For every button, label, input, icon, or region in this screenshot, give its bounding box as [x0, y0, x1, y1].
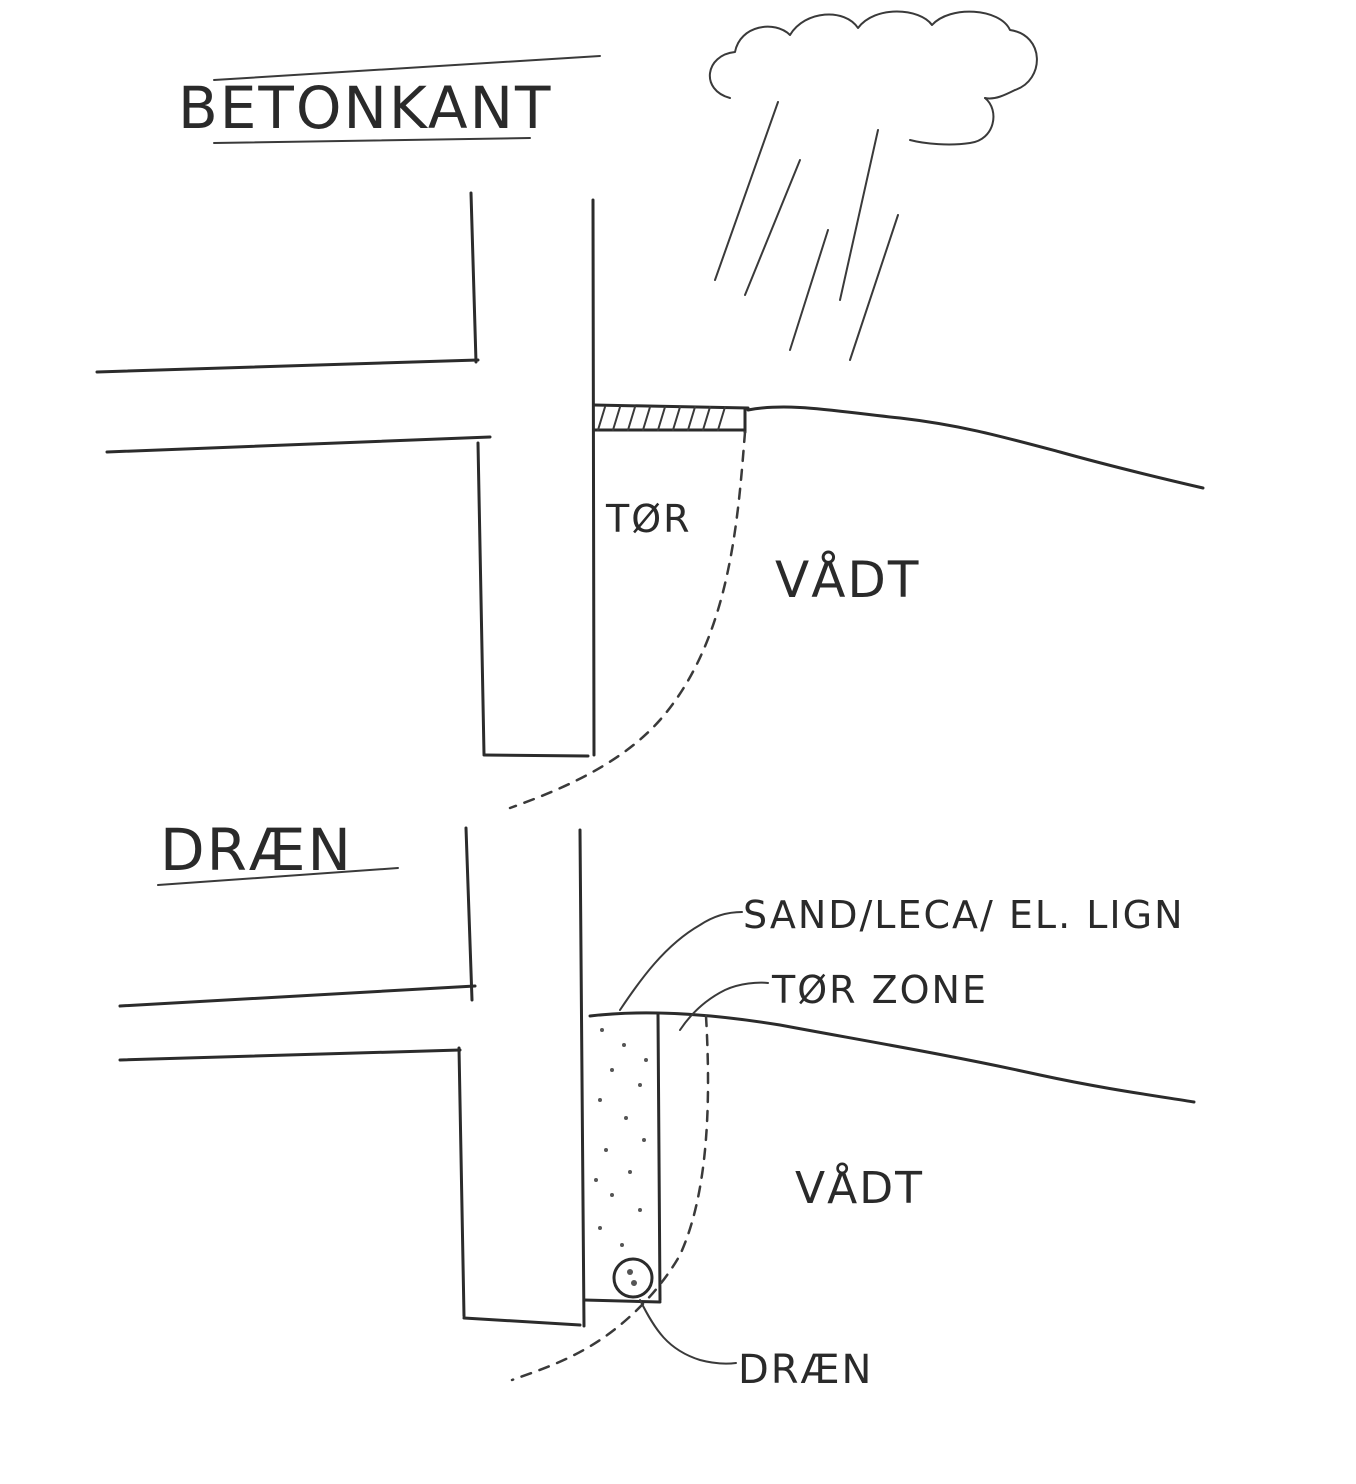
title-betonkant-underline: [213, 137, 531, 144]
sketch-draen: DRÆN: [118, 816, 1196, 1393]
slab-top-edge: [118, 984, 477, 1008]
label-dry-top: TØR: [605, 497, 692, 541]
wall-outer: [578, 828, 586, 1328]
label-drain: DRÆN: [738, 1347, 873, 1393]
dry-zone-boundary-bottom: [510, 1014, 710, 1382]
wall-inner-upper: [464, 826, 474, 1002]
wall-inner-lower: [476, 441, 486, 756]
rain-cloud-icon: [709, 10, 1038, 361]
sketch-betonkant: BETONKANT: [95, 10, 1205, 810]
concrete-edge-hatching: [597, 406, 726, 431]
concrete-edge-top: [592, 403, 750, 410]
dry-zone-boundary-top: [508, 430, 747, 810]
label-dry-zone: TØR ZONE: [771, 968, 988, 1012]
title-draen-underline: [157, 867, 399, 886]
rain-streak: [849, 214, 899, 361]
slab-top-edge: [95, 358, 480, 374]
leader-dry-zone: [679, 981, 769, 1031]
drain-pipe-icon: [612, 1257, 654, 1299]
ground-line-top: [746, 405, 1205, 490]
title-betonkant: BETONKANT: [178, 74, 552, 142]
rain-streak: [714, 101, 779, 281]
footing-bottom: [462, 1316, 582, 1327]
label-wet-top: VÅDT: [775, 551, 920, 609]
leader-drain: [639, 1299, 737, 1365]
leader-fill: [619, 911, 743, 1011]
ground-line-bottom: [588, 1011, 1196, 1104]
wall-inner-lower: [457, 1046, 466, 1318]
wall-outer: [591, 198, 596, 757]
label-wet-bottom: VÅDT: [795, 1161, 924, 1214]
label-fill-material: SAND/LECA/ EL. LIGN: [743, 893, 1185, 937]
footing-bottom: [482, 753, 590, 758]
wall-inner-upper: [469, 191, 478, 364]
drain-base-line: [582, 1298, 662, 1304]
slab-bottom-edge: [105, 435, 492, 454]
rain-streak: [744, 159, 801, 296]
rain-streak: [789, 229, 829, 351]
title-betonkant-overline: [213, 55, 601, 81]
slab-bottom-edge: [118, 1048, 462, 1062]
rain-streak: [839, 129, 879, 301]
fill-texture: [594, 1028, 648, 1247]
fill-outer-edge: [656, 1012, 662, 1302]
